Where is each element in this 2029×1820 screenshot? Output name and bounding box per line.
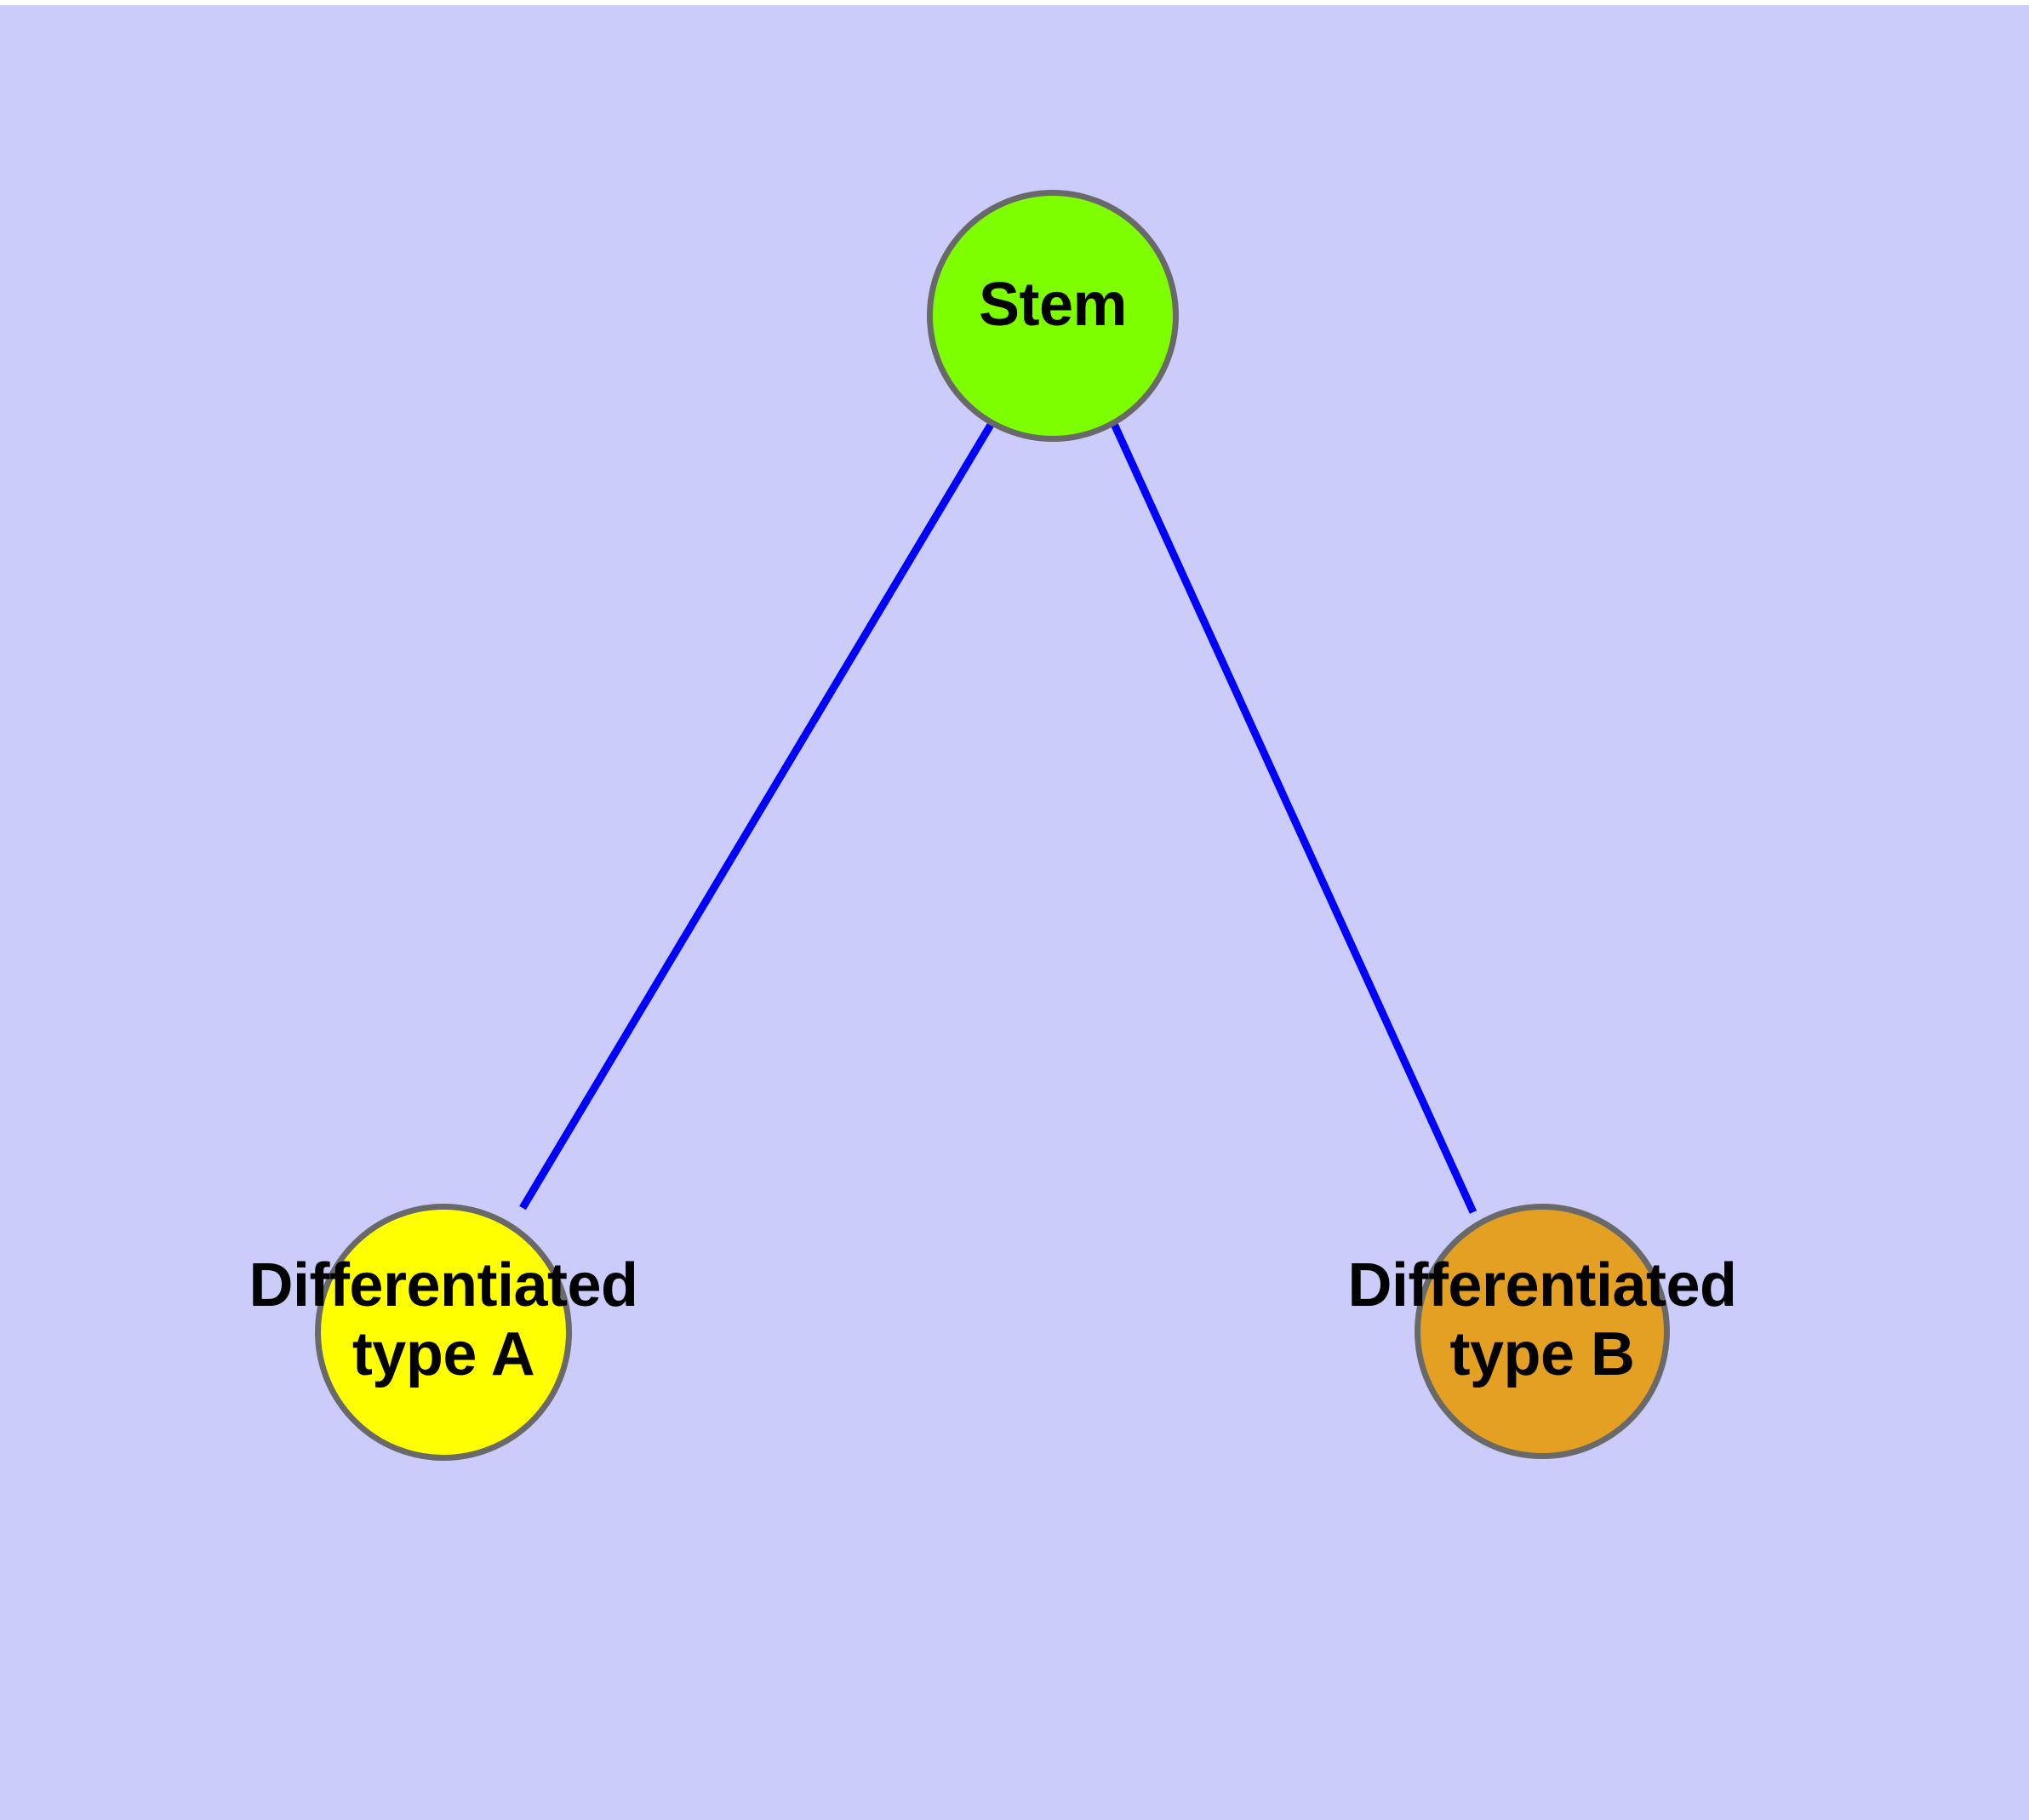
edge-stem-to-differentiated-type-a — [519, 422, 994, 1210]
canvas-top-margin — [0, 0, 2029, 5]
node-stem[interactable] — [927, 190, 1179, 442]
node-differentiated-type-b[interactable] — [1415, 1204, 1670, 1459]
edge-stem-to-differentiated-type-b — [1110, 422, 1477, 1214]
node-differentiated-type-a[interactable] — [315, 1204, 572, 1461]
